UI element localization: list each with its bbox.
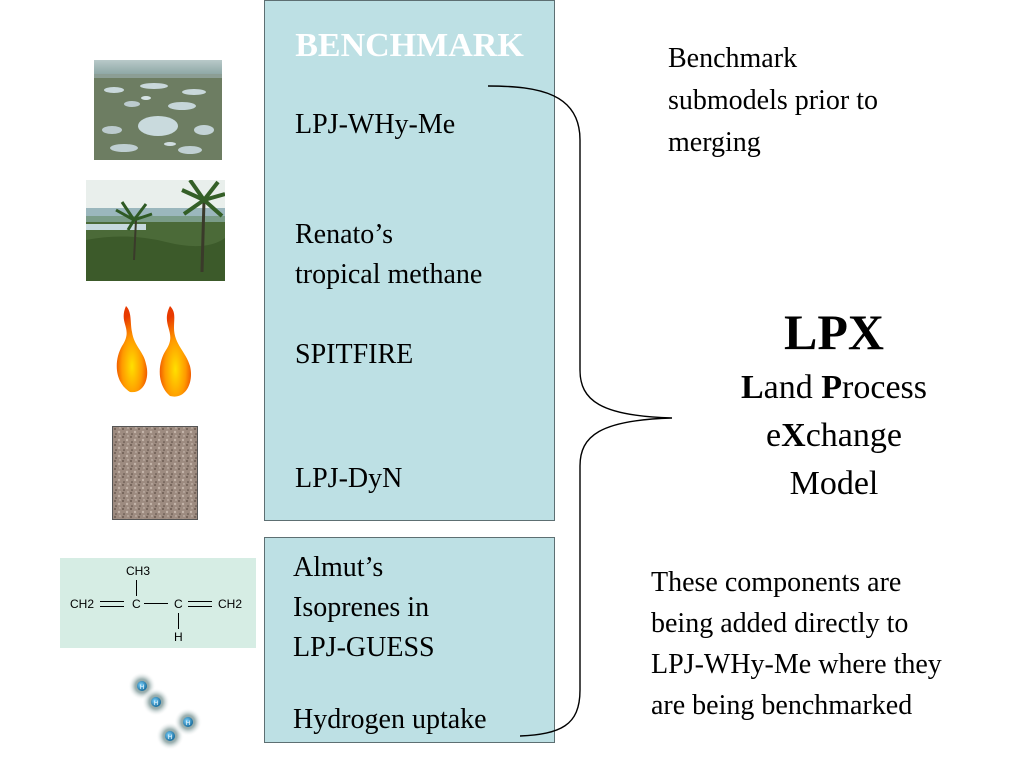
formula-ch2-right: CH2 — [218, 597, 243, 611]
lpx-block: LPX Land Process eXchange Model — [700, 300, 968, 508]
soil-texture-image — [112, 426, 198, 520]
lpx-letter-l: L — [740, 369, 764, 406]
wetland-photo — [94, 60, 222, 160]
formula-double-bond-right — [188, 601, 212, 607]
lpx-text-change: change — [805, 417, 902, 454]
formula-ch2-left: CH2 — [70, 597, 95, 611]
hydrogen-atom-label: H — [154, 701, 158, 707]
formula-c1: C — [132, 597, 141, 611]
formula-double-bond-left — [100, 601, 124, 607]
lpx-text-e: e — [766, 417, 782, 454]
lpx-text-rocess: rocess — [842, 369, 928, 406]
formula-c2: C — [174, 597, 183, 611]
added-item-isoprenes: Almut’s Isoprenes in LPJ-GUESS — [293, 552, 435, 663]
curly-brace — [487, 85, 673, 737]
benchmark-title: BENCHMARK — [295, 27, 524, 64]
hydrogen-molecules-image: H H H H — [118, 664, 214, 760]
lpx-line-model: Model — [789, 465, 879, 502]
formula-bond-vertical-bottom — [178, 613, 179, 629]
hydrogen-atom-label: H — [168, 735, 172, 741]
added-item-hydrogen-uptake: Hydrogen uptake — [293, 704, 487, 735]
lpx-line-exchange: eXchange — [700, 412, 968, 460]
lpx-line-land-process: Land Process — [700, 364, 968, 412]
benchmark-item-lpj-why-me: LPJ-WHy-Me — [295, 109, 456, 140]
lpx-text-and: and — [763, 369, 822, 406]
formula-bond-vertical-top — [136, 580, 137, 596]
hydrogen-atom-label: H — [140, 685, 144, 691]
lpx-title: LPX — [784, 304, 884, 360]
components-note: These components are being added directl… — [651, 567, 942, 721]
added-components-panel: Almut’s Isoprenes in LPJ-GUESS Hydrogen … — [264, 537, 555, 743]
lpx-letter-p: P — [821, 369, 843, 406]
isoprene-structure-image: CH3 CH2 C C CH2 H — [60, 558, 256, 648]
formula-ch3: CH3 — [126, 564, 151, 578]
lpx-letter-x: X — [781, 417, 806, 454]
benchmark-note: Benchmark submodels prior to merging — [668, 43, 878, 158]
formula-single-bond — [144, 603, 168, 604]
benchmark-item-spitfire: SPITFIRE — [295, 339, 414, 370]
benchmark-item-lpj-dyn: LPJ-DyN — [295, 463, 403, 494]
benchmark-item-renato: Renato’s tropical methane — [295, 219, 483, 290]
fire-icon — [108, 302, 198, 402]
formula-h: H — [174, 630, 183, 644]
hydrogen-atom-label: H — [186, 721, 190, 727]
tropical-wetland-photo — [86, 180, 225, 281]
